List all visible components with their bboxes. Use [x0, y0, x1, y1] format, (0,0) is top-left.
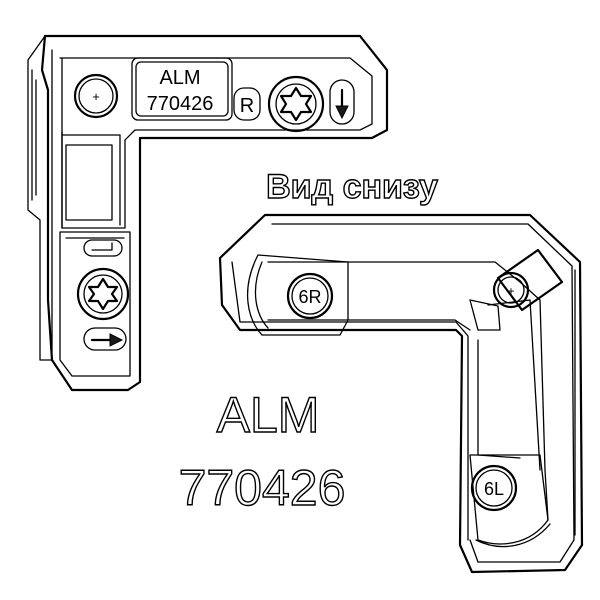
torx-screw-icon-2 — [76, 267, 130, 321]
arrow-right-icon — [83, 327, 127, 351]
label-code: ALM — [159, 67, 200, 89]
svg-text:+: + — [507, 284, 514, 298]
mark-6r: 6R — [298, 287, 321, 307]
bottom-part: 6R + 6L — [218, 213, 584, 574]
label-number: 770426 — [147, 93, 214, 115]
view-title: Вид снизу — [266, 168, 438, 206]
torx-screw-icon — [267, 75, 325, 133]
top-part: + ALM 770426 R — [27, 34, 389, 392]
caption-code: ALM — [217, 387, 320, 443]
side-mark-r: R — [240, 95, 254, 117]
mark-6l: 6L — [484, 479, 504, 499]
svg-text:+: + — [92, 89, 100, 104]
arrow-down-icon — [329, 79, 355, 125]
corner-mark-icon — [83, 239, 123, 257]
caption-number: 770426 — [179, 460, 346, 516]
